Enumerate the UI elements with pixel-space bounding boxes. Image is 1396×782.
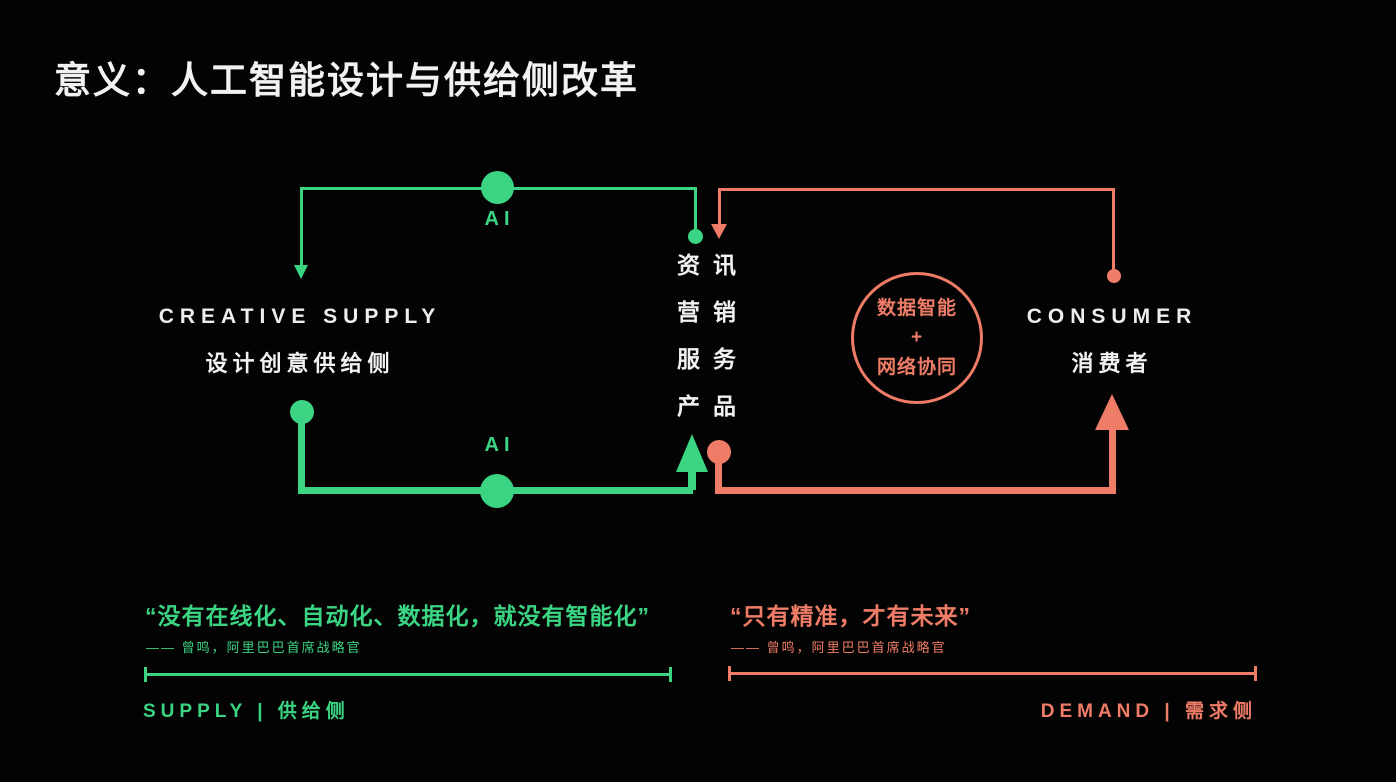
arrow-down-icon [294,265,308,279]
ai-node-top [481,171,514,204]
ai-label-bottom: AI [484,434,515,456]
pipeline-item-product: 产品 [677,393,749,419]
arrow-up-icon [1095,394,1129,430]
pipeline-column: 资讯 营销 服务 产品 [664,250,744,421]
demand-feedback-line-horizontal [715,487,1116,494]
arrow-up-icon [676,434,708,472]
demand-axis-cap-left [728,666,731,681]
demand-feedback-arrow-stem [1109,428,1116,494]
demand-inflow-line-vertical-right [1112,188,1115,270]
synergy-circle: 数据智能 + 网络协同 [851,272,983,404]
supply-axis-cap-right [669,667,672,682]
pipeline-item-content: 资讯 [677,252,749,278]
demand-axis-cap-right [1254,666,1257,681]
supply-axis-cap-left [144,667,147,682]
consumer-label-en: CONSUMER [1026,305,1198,328]
supply-quote-attribution: —— 曾鸣，阿里巴巴首席战略官 [146,640,362,655]
pipeline-item-service: 服务 [677,346,749,372]
creative-supply-label-en: CREATIVE SUPPLY [158,305,442,328]
demand-inflow-line-horizontal [719,188,1115,191]
plus-icon: + [910,327,924,349]
demand-feedback-line-vertical [715,450,722,494]
demand-axis-label: DEMAND | 需求侧 [1040,701,1257,722]
supply-return-line-vertical-left [300,187,303,266]
supply-return-line-vertical-right [694,187,697,231]
demand-quote-text: “只有精准，才有未来” [730,603,971,629]
supply-axis-label: SUPPLY | 供给侧 [143,701,350,722]
synergy-circle-line1: 数据智能 [876,297,957,319]
demand-inflow-end-dot [1107,269,1121,283]
synergy-circle-line3: 网络协同 [876,356,957,378]
page-title: 意义：人工智能设计与供给侧改革 [54,60,639,101]
supply-return-end-dot [688,229,703,244]
supply-quote-text: “没有在线化、自动化、数据化，就没有智能化” [145,603,650,629]
ai-node-bottom [480,474,514,508]
supply-axis-line [145,673,672,676]
demand-inflow-line-vertical-left [718,188,721,225]
arrow-down-icon [711,224,727,239]
supply-ai-arrow-stem [688,468,696,490]
consumer-label-zh: 消费者 [1071,351,1153,376]
ai-label-top: AI [484,208,515,230]
supply-ai-line-vertical [298,410,305,494]
pipeline-item-marketing: 营销 [677,299,749,325]
demand-quote-attribution: —— 曾鸣，阿里巴巴首席战略官 [731,640,947,655]
creative-supply-label-zh: 设计创意供给侧 [205,351,395,376]
demand-axis-line [729,672,1257,675]
